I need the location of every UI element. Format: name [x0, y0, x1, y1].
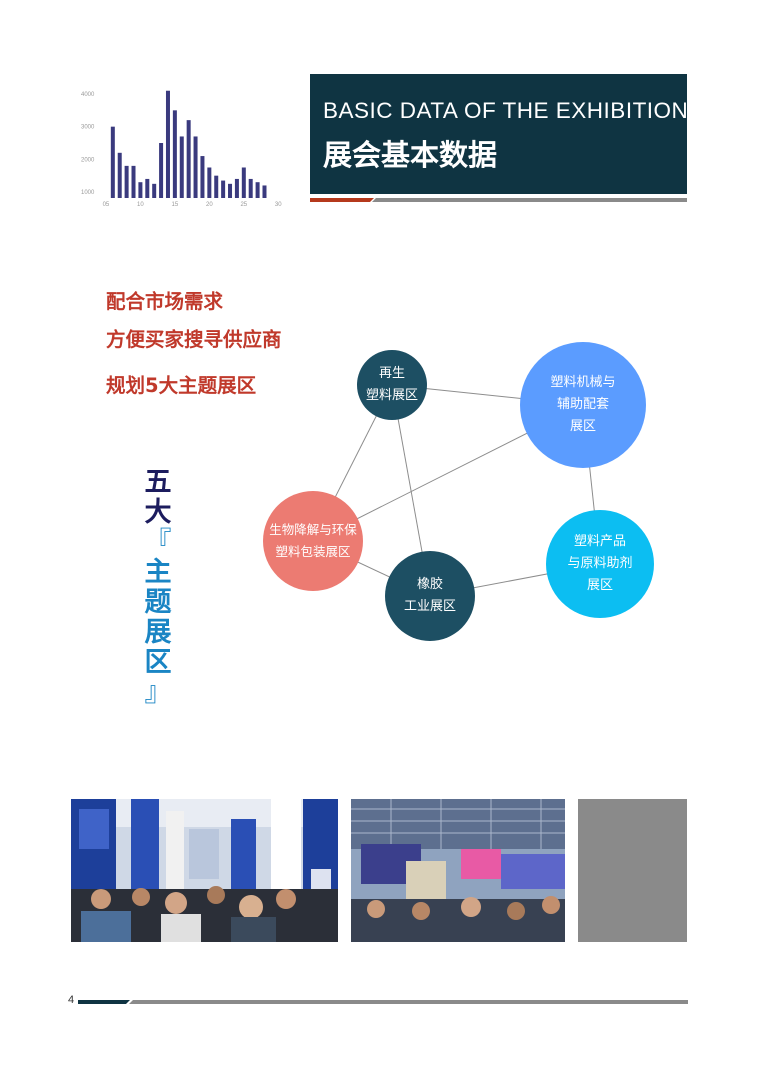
- vertical-title-char: 区: [144, 647, 172, 678]
- zone-label-line: 工业展区: [403, 599, 456, 614]
- zone-rubber-industry: 橡胶 工业展区: [385, 551, 475, 641]
- grey-placeholder-block: [578, 799, 687, 942]
- banner-title-en: BASIC DATA OF THE EXHIBITION: [323, 98, 689, 123]
- zone-label-line: 展区: [569, 419, 596, 434]
- chart-bar: [255, 182, 260, 198]
- chart-bar: [214, 175, 219, 198]
- tagline-line-3: 规划5大主题展区: [106, 374, 257, 397]
- vertical-title-char: 主: [144, 557, 172, 588]
- vertical-title-char: 展: [144, 617, 172, 648]
- vertical-title-char: 五: [144, 467, 172, 498]
- zone-label-line: 塑料展区: [365, 388, 418, 403]
- vertical-title: 五 大 『 主 题 展 区 』: [138, 468, 178, 708]
- vertical-title-close-bracket: 』: [144, 677, 172, 708]
- zone-label-line: 塑料包装展区: [275, 544, 351, 559]
- chart-x-tick: 10: [137, 202, 144, 208]
- visitor-bar-chart: 1000 2000 3000 4000 05 10 15 20 25 30: [81, 90, 282, 208]
- zone-label-line: 生物降解与环保: [269, 522, 357, 537]
- chart-bar: [200, 156, 205, 198]
- zone-biodegradable-packaging: 生物降解与环保 塑料包装展区: [263, 491, 363, 591]
- chart-y-tick: 1000: [81, 190, 95, 196]
- chart-bar: [159, 143, 164, 198]
- chart-bar: [172, 110, 177, 198]
- chart-bar: [207, 167, 212, 198]
- page-number: 4: [68, 994, 75, 1006]
- chart-bar: [262, 185, 267, 198]
- chart-x-tick: 30: [275, 202, 282, 208]
- chart-bar: [193, 136, 198, 198]
- chart-y-tick: 4000: [81, 92, 95, 98]
- chart-bar: [186, 120, 191, 198]
- chart-y-tick: 2000: [81, 157, 95, 163]
- chart-bar: [131, 165, 136, 198]
- tagline-line-2: 方便买家搜寻供应商: [106, 328, 282, 351]
- exhibition-photo-aisle: [71, 799, 338, 942]
- chart-x-tick: 05: [103, 202, 110, 208]
- vertical-title-char: 大: [144, 497, 172, 528]
- chart-bar: [152, 183, 157, 198]
- chart-bar: [138, 182, 143, 198]
- chart-x-tick: 20: [206, 202, 213, 208]
- chart-bar: [228, 183, 233, 198]
- chart-bar: [117, 152, 122, 198]
- zone-label-line: 橡胶: [416, 577, 443, 592]
- zone-label-line: 塑料机械与: [550, 375, 616, 390]
- vertical-title-char: 题: [144, 587, 172, 618]
- header-banner: BASIC DATA OF THE EXHIBITION 展会基本数据: [310, 74, 689, 194]
- chart-bar: [165, 90, 170, 198]
- chart-bar: [221, 180, 226, 198]
- banner-title-cn: 展会基本数据: [323, 138, 498, 172]
- vertical-title-open-bracket: 『: [144, 527, 172, 558]
- chart-bar: [241, 167, 246, 198]
- tagline-line-1: 配合市场需求: [106, 290, 224, 313]
- zone-label-line: 与原料助剂: [567, 556, 633, 571]
- chart-bar: [179, 136, 184, 198]
- zone-recycled-plastics: 再生 塑料展区: [357, 350, 427, 420]
- exhibition-photo-hall: [351, 799, 565, 942]
- chart-x-tick: 15: [172, 202, 179, 208]
- chart-bar: [124, 165, 129, 198]
- banner-underline: [310, 198, 687, 202]
- zone-label-line: 辅助配套: [556, 397, 609, 412]
- chart-bar: [110, 126, 115, 198]
- zone-connection-lines: [312, 384, 601, 597]
- zone-label-line: 再生: [378, 366, 405, 381]
- chart-x-tick: 25: [240, 202, 247, 208]
- chart-bar: [248, 178, 253, 198]
- zone-label-line: 展区: [586, 578, 613, 593]
- zone-plastic-machinery: 塑料机械与 辅助配套 展区: [520, 342, 646, 468]
- chart-y-tick: 3000: [81, 125, 95, 131]
- chart-bar: [234, 178, 239, 198]
- zone-plastic-products-materials: 塑料产品 与原料助剂 展区: [546, 510, 654, 618]
- footer-rule: [78, 1000, 688, 1004]
- zone-label-line: 塑料产品: [573, 534, 626, 549]
- chart-bar: [145, 178, 150, 198]
